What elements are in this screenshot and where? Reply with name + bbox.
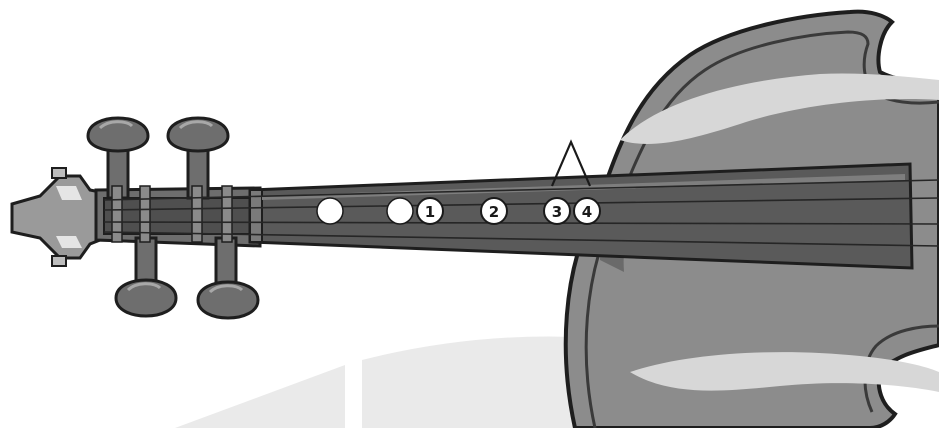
string-2 (103, 197, 939, 211)
peg-shaft-4 (221, 185, 233, 243)
body-purfling-lower (863, 324, 939, 413)
scroll-shape (10, 174, 102, 260)
string-1 (103, 179, 939, 201)
marker-circle (316, 197, 344, 225)
nut (249, 189, 263, 243)
tuning-pegs (86, 116, 260, 320)
peg-shaft-2 (139, 185, 151, 243)
finger-marker-3: 3 (543, 197, 571, 225)
open-note-marker-1 (316, 197, 344, 225)
peg-shaft-3 (191, 185, 203, 243)
backdrop-left-shape (175, 365, 345, 428)
scroll-tip-top (51, 167, 67, 179)
open-note-marker-2 (386, 197, 414, 225)
marker-circle (480, 197, 508, 225)
strings (103, 179, 939, 247)
scroll-tip-bottom (51, 255, 67, 267)
scroll-highlight (56, 186, 82, 248)
peg-lower-right (196, 236, 260, 320)
marker-label: 4 (582, 203, 592, 221)
caret-marking (550, 139, 592, 187)
marker-label: 3 (552, 203, 562, 221)
caret-3-4 (550, 139, 592, 187)
violin-scroll (10, 167, 102, 267)
marker-circle (416, 197, 444, 225)
body-highlight-lower (630, 352, 939, 392)
fingering-markers: 1 2 3 4 (316, 197, 601, 225)
finger-marker-4: 4 (573, 197, 601, 225)
finger-marker-1: 1 (416, 197, 444, 225)
marker-circle (573, 197, 601, 225)
finger-marker-2: 2 (480, 197, 508, 225)
string-4 (103, 231, 939, 247)
marker-label: 2 (489, 203, 499, 221)
fingerboard-highlight (262, 174, 905, 200)
marker-circle (543, 197, 571, 225)
peg-lower-left (114, 236, 178, 318)
peg-shaft-1 (111, 185, 123, 243)
marker-label: 1 (425, 203, 435, 221)
body-highlight-upper (620, 73, 939, 145)
string-3 (103, 221, 939, 225)
marker-circle (386, 197, 414, 225)
